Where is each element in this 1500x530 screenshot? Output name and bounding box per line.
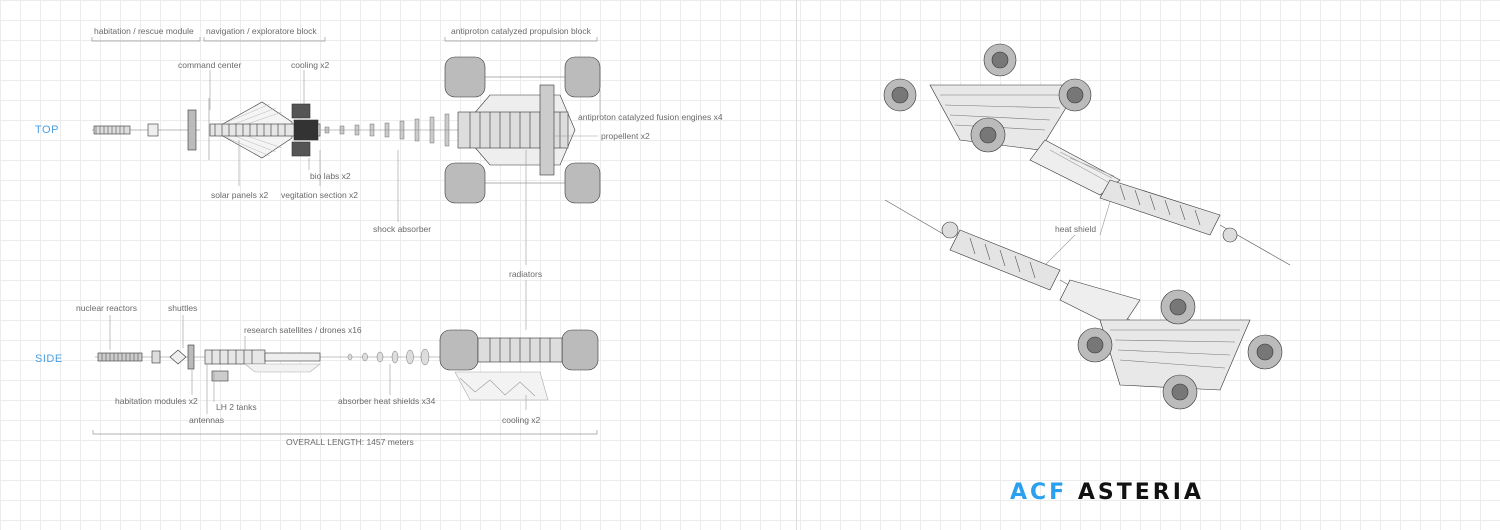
- label-heat-shield: heat shield: [1055, 224, 1097, 234]
- label-shuttles: shuttles: [168, 303, 198, 313]
- label-antennas: antennas: [189, 415, 224, 425]
- page-fold: [796, 0, 797, 530]
- section-brackets: [91, 37, 598, 435]
- iso-view-lower: [884, 199, 1283, 410]
- label-radiators: radiators: [509, 269, 543, 279]
- label-cooling-side: cooling x2: [502, 415, 541, 425]
- ship-title: ACF ASTERIA: [1010, 480, 1204, 505]
- side-view-ship: [95, 329, 599, 401]
- view-label-top: TOP: [35, 124, 59, 136]
- label-fusion-engines: antiproton catalyzed fusion engines x4: [578, 112, 723, 122]
- label-research-satellites: research satellites / drones x16: [244, 325, 362, 335]
- section-propulsion: antiproton catalyzed propulsion block: [451, 26, 591, 36]
- top-view-ship: [92, 56, 601, 204]
- view-label-side: SIDE: [35, 353, 63, 365]
- label-vegitation: vegitation section x2: [281, 190, 359, 200]
- label-nuclear-reactors: nuclear reactors: [76, 303, 137, 313]
- label-absorber-heat-shields: absorber heat shields x34: [338, 396, 436, 406]
- label-lh2-tanks: LH 2 tanks: [216, 402, 257, 412]
- label-habitation-modules: habitation modules x2: [115, 396, 198, 406]
- section-habitation: habitation / rescue module: [94, 26, 194, 36]
- iso-view-upper: [883, 43, 1291, 266]
- label-cooling-top: cooling x2: [291, 60, 330, 70]
- title-name: ASTERIA: [1077, 480, 1204, 505]
- label-solar-panels: solar panels x2: [211, 190, 269, 200]
- title-prefix: ACF: [1010, 480, 1068, 505]
- label-overall-length: OVERALL LENGTH: 1457 meters: [286, 437, 414, 447]
- section-navigation: navigation / exploratore block: [206, 26, 317, 36]
- label-propellent: propellent x2: [601, 131, 650, 141]
- label-bio-labs: bio labs x2: [310, 171, 351, 181]
- label-command-center: command center: [178, 60, 242, 70]
- label-shock-absorber: shock absorber: [373, 224, 432, 234]
